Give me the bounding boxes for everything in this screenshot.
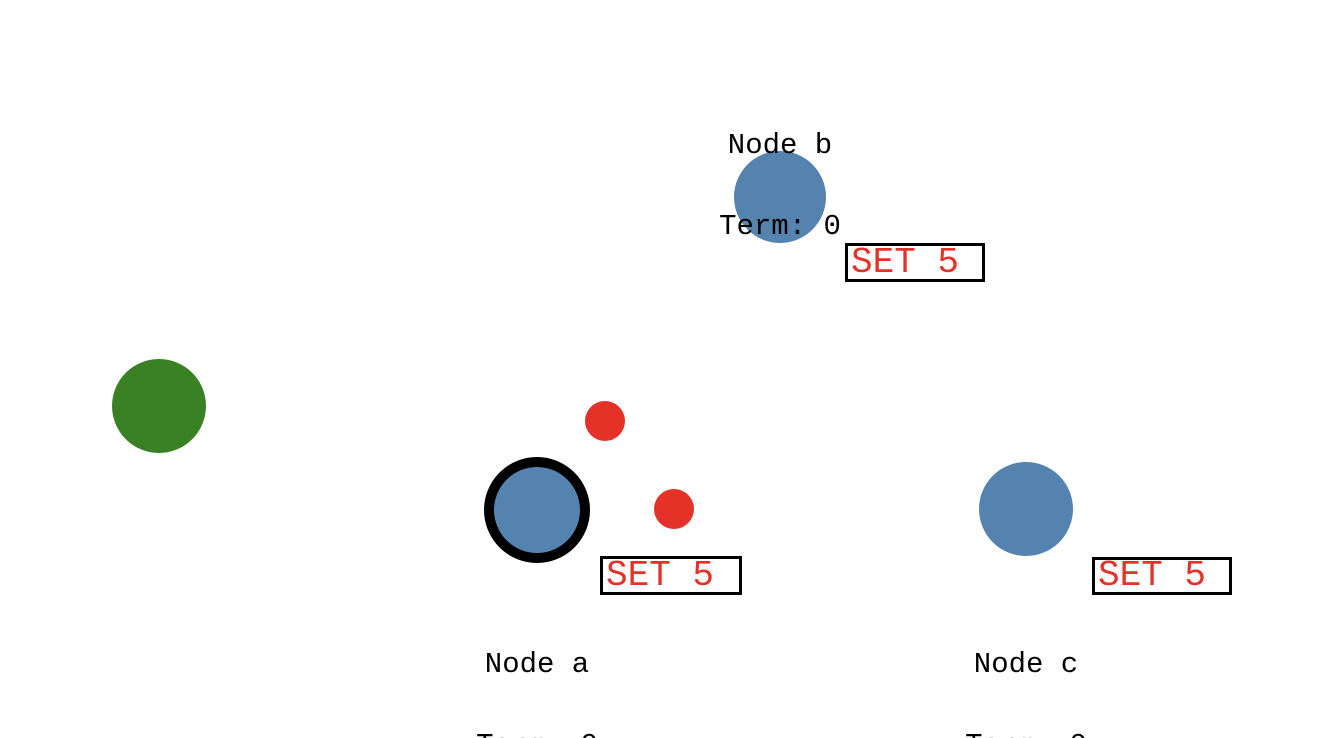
node-a-name-label: Node a xyxy=(484,648,590,681)
set-command-label: SET 5 xyxy=(851,243,960,282)
node-a-message-box: SET 5 xyxy=(600,556,742,595)
node-b-label: Node b Term: 0 xyxy=(710,78,849,294)
node-b-term-label: Term: 0 xyxy=(719,210,841,243)
message-dot-1 xyxy=(585,401,625,441)
client-circle[interactable] xyxy=(112,359,206,453)
node-c-term-label: Term: 0 xyxy=(956,731,1095,738)
node-b-message-box: SET 5 xyxy=(845,243,985,282)
node-c-label: Node c Term: 0 xyxy=(956,597,1095,738)
node-a-label: Node a Term: 0 xyxy=(467,597,606,738)
node-c-message-box: SET 5 xyxy=(1092,557,1232,595)
message-dot-2 xyxy=(654,489,694,529)
node-b-name-label: Node b xyxy=(727,129,833,162)
node-c-name-label: Node c xyxy=(973,648,1079,681)
node-a-circle-leader-ring[interactable] xyxy=(484,457,590,563)
node-a-term-label: Term: 0 xyxy=(467,731,606,738)
set-command-label: SET 5 xyxy=(1098,557,1207,595)
node-c-circle[interactable] xyxy=(979,462,1073,556)
set-command-label: SET 5 xyxy=(606,556,715,595)
node-b-circle[interactable] xyxy=(734,151,826,243)
